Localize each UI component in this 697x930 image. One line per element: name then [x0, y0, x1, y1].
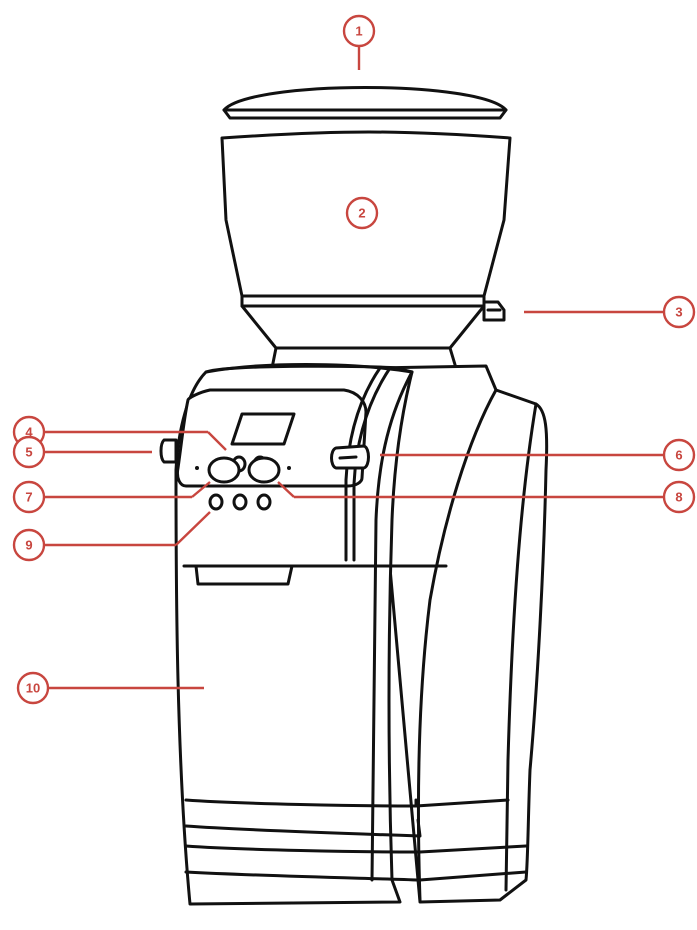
svg-text:3: 3: [675, 305, 682, 320]
button-left-large[interactable]: [207, 456, 241, 484]
indicator-dot-right: [287, 466, 291, 470]
svg-text:8: 8: [675, 490, 682, 505]
callout-10: 10: [16, 671, 50, 705]
svg-text:2: 2: [358, 206, 365, 221]
callout-9: 9: [12, 528, 46, 562]
svg-text:9: 9: [25, 538, 32, 553]
svg-text:7: 7: [25, 490, 32, 505]
callout-6: 6: [662, 438, 696, 472]
callout-2: 2: [345, 196, 379, 230]
svg-text:4: 4: [25, 425, 33, 440]
button-bottom-2[interactable]: [232, 493, 248, 511]
button-bottom-1[interactable]: [208, 493, 224, 511]
display-screen: [230, 412, 296, 446]
svg-text:6: 6: [675, 448, 682, 463]
main-buttons: [195, 456, 291, 484]
callout-5: 5: [12, 435, 46, 469]
grind-adjust-slider: [330, 444, 370, 470]
hopper-lid: [222, 86, 508, 120]
callout-3: 3: [662, 295, 696, 329]
callout-7: 7: [12, 480, 46, 514]
svg-text:10: 10: [26, 681, 40, 696]
left-side-tab: [159, 438, 178, 464]
bottom-buttons: [208, 493, 272, 511]
svg-text:1: 1: [355, 24, 362, 39]
callout-8: 8: [662, 480, 696, 514]
callouts: 1 2 3 4 5 6: [12, 14, 696, 705]
hopper-collar: [240, 294, 486, 350]
hopper-lock-tab: [482, 300, 506, 322]
button-bottom-3[interactable]: [256, 493, 272, 511]
button-right-large[interactable]: [247, 456, 281, 484]
indicator-dot-left: [195, 466, 199, 470]
svg-text:5: 5: [25, 445, 32, 460]
callout-1: 1: [342, 14, 376, 48]
